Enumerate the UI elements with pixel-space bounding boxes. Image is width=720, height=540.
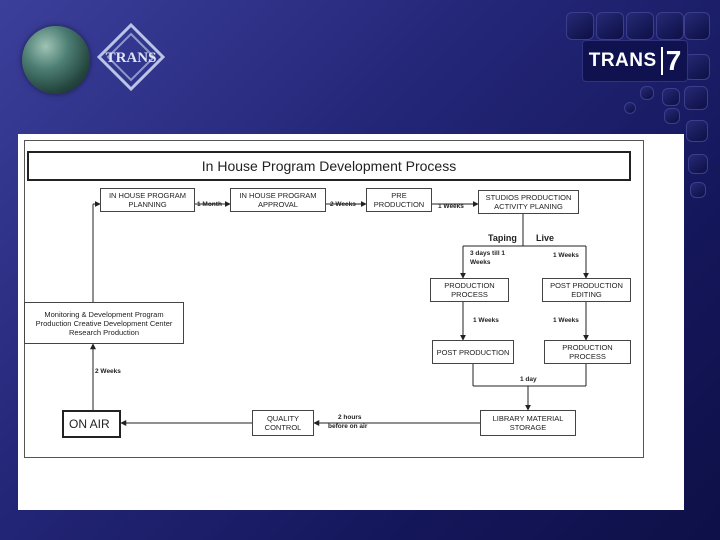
diagram-title: In House Program Development Process [27, 151, 631, 181]
decor-square [690, 182, 706, 198]
decor-square [640, 86, 654, 100]
decor-square [662, 88, 680, 106]
label-1-weeks-post: 1 Weeks [473, 317, 499, 324]
label-2-weeks-on-air: 2 Weeks [95, 368, 121, 375]
flow-arrows [90, 201, 589, 426]
decor-square [686, 120, 708, 142]
trans-small-logo-text: TRANS [106, 50, 157, 66]
post-production-box: POST PRODUCTION [432, 340, 514, 364]
decor-square [566, 12, 594, 40]
diagram-frame [24, 140, 644, 458]
label-2-hours-line1: 2 hours [338, 414, 362, 421]
trans7-logo: TRANS 7 [582, 40, 688, 82]
brand-number-text: 7 [665, 45, 682, 76]
decor-square [656, 12, 684, 40]
label-1-weeks: 1 Weeks [438, 203, 464, 210]
on-air-box: ON AIR [62, 410, 121, 438]
trans-diamond-logo: TRANS [96, 22, 166, 92]
label-1-weeks-production: 1 Weeks [553, 317, 579, 324]
label-3-days-line2: Weeks [470, 259, 491, 266]
label-1-weeks-live: 1 Weeks [553, 252, 579, 259]
brand-trans-text: TRANS [588, 50, 657, 71]
decor-square [684, 86, 708, 110]
label-live: Live [536, 233, 555, 243]
decor-square [684, 12, 710, 40]
library-material-storage-box: LIBRARY MATERIAL STORAGE [480, 410, 576, 436]
brand-separator [660, 47, 663, 75]
label-2-hours-line2: before on air [328, 423, 368, 430]
decor-square [624, 102, 636, 114]
production-process-right-box: PRODUCTION PROCESS [544, 340, 631, 364]
decor-square [664, 108, 680, 124]
label-1-month: 1 Month [197, 201, 222, 208]
slide-content: In House Program Development Process [18, 134, 684, 510]
label-3-days-line1: 3 days till 1 [470, 250, 506, 257]
quality-control-box: QUALITY CONTROL [252, 410, 314, 436]
label-1-day: 1 day [520, 376, 537, 383]
decor-square [688, 154, 708, 174]
in-house-program-planning-box: IN HOUSE PROGRAM PLANNING [100, 188, 195, 212]
production-process-left-box: PRODUCTION PROCESS [430, 278, 509, 302]
studios-production-activity-box: STUDIOS PRODUCTION ACTIVITY PLANING [478, 190, 579, 214]
pre-production-box: PRE PRODUCTION [366, 188, 432, 212]
in-house-program-approval-box: IN HOUSE PROGRAM APPROVAL [230, 188, 326, 212]
monitoring-development-box: Monitoring & Development Program Product… [24, 302, 184, 344]
label-taping: Taping [488, 233, 517, 243]
post-production-editing-box: POST PRODUCTION EDITING [542, 278, 631, 302]
decor-square [596, 12, 624, 40]
globe-logo [22, 26, 90, 94]
label-2-weeks: 2 Weeks [330, 201, 356, 208]
decor-square [626, 12, 654, 40]
